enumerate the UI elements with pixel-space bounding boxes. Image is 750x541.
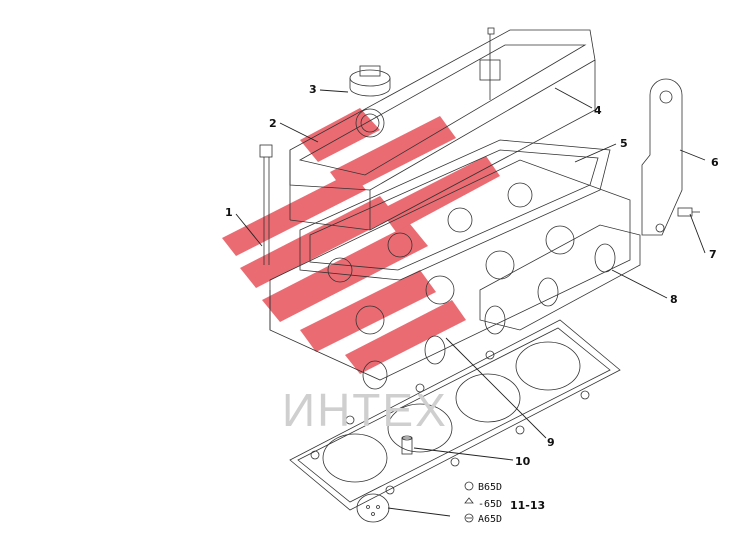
cover-gasket [299, 139, 611, 281]
valve-cover [289, 29, 596, 231]
callout-2: 2 [269, 117, 277, 130]
head-gasket [289, 319, 621, 511]
watermark-text: ИНТЕХ [282, 384, 448, 436]
callout-9: 9 [547, 436, 555, 449]
callout-4: 4 [594, 104, 602, 117]
leader-lines [235, 87, 706, 517]
callout-6: 6 [711, 156, 719, 169]
callout-7: 7 [709, 248, 717, 261]
callout-5: 5 [620, 137, 628, 150]
callout-11-13: 11-13 [510, 499, 545, 512]
grade-code-a65d: A65D [478, 514, 502, 525]
lifting-bracket [641, 78, 700, 236]
callout-1: 1 [225, 206, 233, 219]
head-bolt [259, 27, 495, 265]
oil-filler-cap [349, 65, 391, 97]
watermark-logo [222, 108, 500, 374]
cylinder-head [269, 159, 631, 381]
grade-code-65d: -65D [478, 499, 502, 510]
callout-8: 8 [670, 293, 678, 306]
grade-symbols [464, 481, 474, 523]
dowel-pin [401, 435, 413, 455]
callout-3: 3 [309, 83, 317, 96]
callout-10: 10 [515, 455, 531, 468]
grade-code-b65d: B65D [478, 482, 502, 493]
exhaust-manifold [362, 224, 641, 390]
